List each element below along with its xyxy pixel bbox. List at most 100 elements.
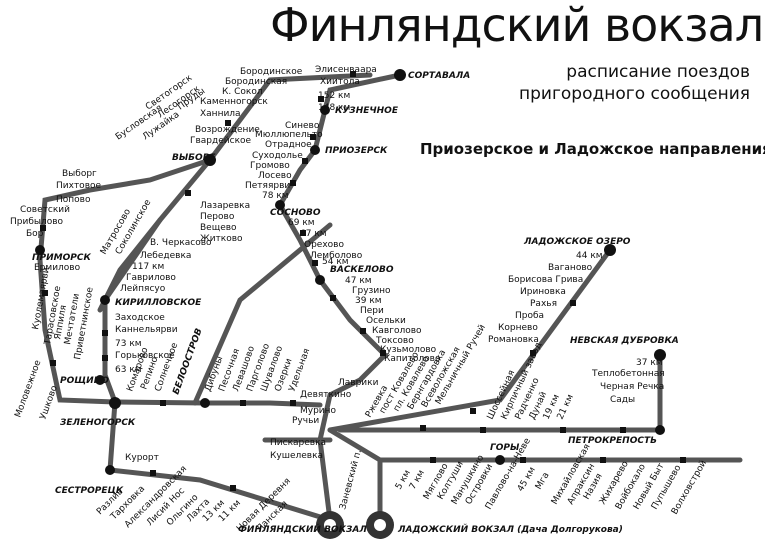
station-label: Лосево: [258, 171, 292, 181]
station-label: Житково: [200, 234, 243, 244]
station-label: Пихтовое: [56, 181, 102, 191]
hub-label-primorsk: ПРИМОРСК: [32, 253, 91, 263]
station-label: Токсово: [375, 336, 414, 346]
station-label: Мюллюпельто: [255, 130, 323, 140]
hub-dot-nevskaya-dubrovka: [654, 349, 666, 361]
terminal-ladoga-inner: [374, 519, 386, 531]
hub-dot-gory: [495, 455, 505, 465]
hub-label-beloostrov: БЕЛООСТРОВ: [171, 327, 204, 396]
hub-dot-primorsk: [35, 245, 45, 255]
hub-label-gory: ГОРЫ: [490, 443, 520, 453]
station-label: Грузино: [352, 286, 391, 296]
station-label: Мурино: [300, 406, 337, 416]
subtitle-line-2: пригородного сообщения: [519, 84, 750, 104]
station-label: Гаврилово: [126, 273, 176, 283]
station-tick: [160, 400, 166, 406]
station-label: Возрождение: [195, 125, 260, 135]
station-tick: [42, 290, 48, 296]
station-tick: [350, 71, 356, 77]
station-tick: [330, 295, 336, 301]
station-label: Советский: [20, 205, 70, 215]
station-tick: [310, 134, 316, 140]
station-label: Ириновка: [520, 287, 566, 297]
hub-dot-vaskelovo: [315, 275, 325, 285]
station-label: Капитолово: [384, 354, 441, 364]
hub-dot-roshchino: [95, 375, 105, 385]
station-label: Проба: [515, 311, 544, 321]
hub-label-kirillovskoe: КИРИЛЛОВСКОЕ: [115, 298, 202, 308]
hub-label-priozersk: ПРИОЗЕРСК: [325, 146, 388, 156]
station-label: 152 км: [318, 91, 350, 101]
station-label: Кавголово: [372, 326, 422, 336]
hub-label-zelenogorsk: ЗЕЛЕНОГОРСК: [60, 418, 136, 428]
hub-label-roshchino: РОЩИНО: [60, 376, 109, 386]
station-label: В. Черкасово: [150, 238, 212, 248]
hub-label-sestroretsk: СЕСТРОРЕЦК: [55, 486, 124, 496]
station-label: Прибылово: [10, 217, 64, 227]
hub-label-nevskaya-dubrovka: НЕВСКАЯ ДУБРОВКА: [570, 336, 679, 346]
station-label: Заневский п.: [338, 449, 364, 511]
station-label: Бородинская: [225, 77, 287, 87]
station-label: К. Сокол: [222, 87, 263, 97]
station-label: 78 км: [262, 191, 289, 201]
subtitle-line-1: расписание поездов: [566, 62, 750, 82]
station-label: 37 км: [636, 358, 663, 368]
station-tick: [318, 96, 324, 102]
station-tick: [430, 457, 436, 463]
terminal-ladoga-label: ЛАДОЖСКИЙ ВОКЗАЛ (Дача Долгорукова): [397, 523, 623, 535]
hub-dot-sestroretsk: [105, 465, 115, 475]
gory-stations: 5 км 7 км Мяглово Колтуши Манушкино Остр…: [394, 436, 709, 516]
hub-dot-kirillovskoe: [100, 295, 110, 305]
priozersk-stations: Элисенваара Хиитола 152 км 148 км Синево…: [245, 65, 441, 461]
station-label: Каннельярви: [115, 325, 178, 335]
terminal-finland-inner: [324, 519, 336, 531]
station-label: Горьковское: [115, 351, 175, 361]
station-label: 47 км: [345, 276, 372, 286]
station-label: 63 км: [115, 365, 142, 375]
station-label: Курорт: [125, 453, 159, 463]
hub-label-ladozhskoe-ozero: ЛАДОЖСКОЕ ОЗЕРО: [523, 237, 631, 247]
station-tick: [570, 300, 576, 306]
station-label: Лаврики: [338, 378, 379, 388]
hub-label-petrokrepost: ПЕТРОКРЕПОСТЬ: [568, 436, 657, 446]
station-label: Элисенваара: [315, 65, 377, 75]
station-label: 39 км: [355, 296, 382, 306]
hub-dot-kuznechnoe: [320, 105, 330, 115]
station-label: Отрадное: [265, 140, 312, 150]
hub-label-kuznechnoe: КУЗНЕЧНОЕ: [335, 106, 399, 116]
station-label: Гвардейское: [190, 136, 252, 146]
hub-dot-priozersk: [310, 145, 320, 155]
station-label: Ручьи: [292, 416, 319, 426]
station-tick: [102, 330, 108, 336]
station-label: 7 км: [408, 468, 427, 491]
station-label: Петяярви: [245, 181, 290, 191]
station-label: 117 км: [132, 262, 164, 272]
hub-dot-vyborg: [204, 154, 216, 166]
station-ticks: [40, 71, 686, 491]
station-tick: [420, 425, 426, 431]
station-label: Каменногорск: [200, 97, 268, 107]
station-tick: [40, 225, 46, 231]
station-label: Лейпясуо: [120, 284, 166, 294]
station-label: Мга: [534, 471, 552, 492]
station-tick: [560, 427, 566, 433]
station-tick: [185, 190, 191, 196]
terminal-finland-label: ФИНЛЯНДСКИЙ ВОКЗАЛ: [238, 523, 367, 535]
station-label: Пискаревка: [270, 438, 326, 448]
hub-dot-petrokrepost: [655, 425, 665, 435]
station-tick: [520, 457, 526, 463]
station-label: 45 км: [516, 466, 538, 494]
line-kirillovskoe: [102, 217, 163, 405]
page-title: Финляндский вокзал: [270, 0, 764, 52]
hub-label-vaskelovo: ВАСКЕЛОВО: [330, 265, 394, 275]
hub-dot-zelenogorsk: [109, 397, 121, 409]
station-label: Вещево: [200, 223, 237, 233]
line-beloostrov: [192, 222, 333, 406]
station-label: Кушелевка: [270, 451, 323, 461]
sestroretsk-stations: Курорт Разлив Тарховка Александровская Л…: [95, 453, 293, 534]
station-tick: [290, 400, 296, 406]
station-tick: [150, 470, 156, 476]
station-label: Борисова Грива: [508, 275, 583, 285]
